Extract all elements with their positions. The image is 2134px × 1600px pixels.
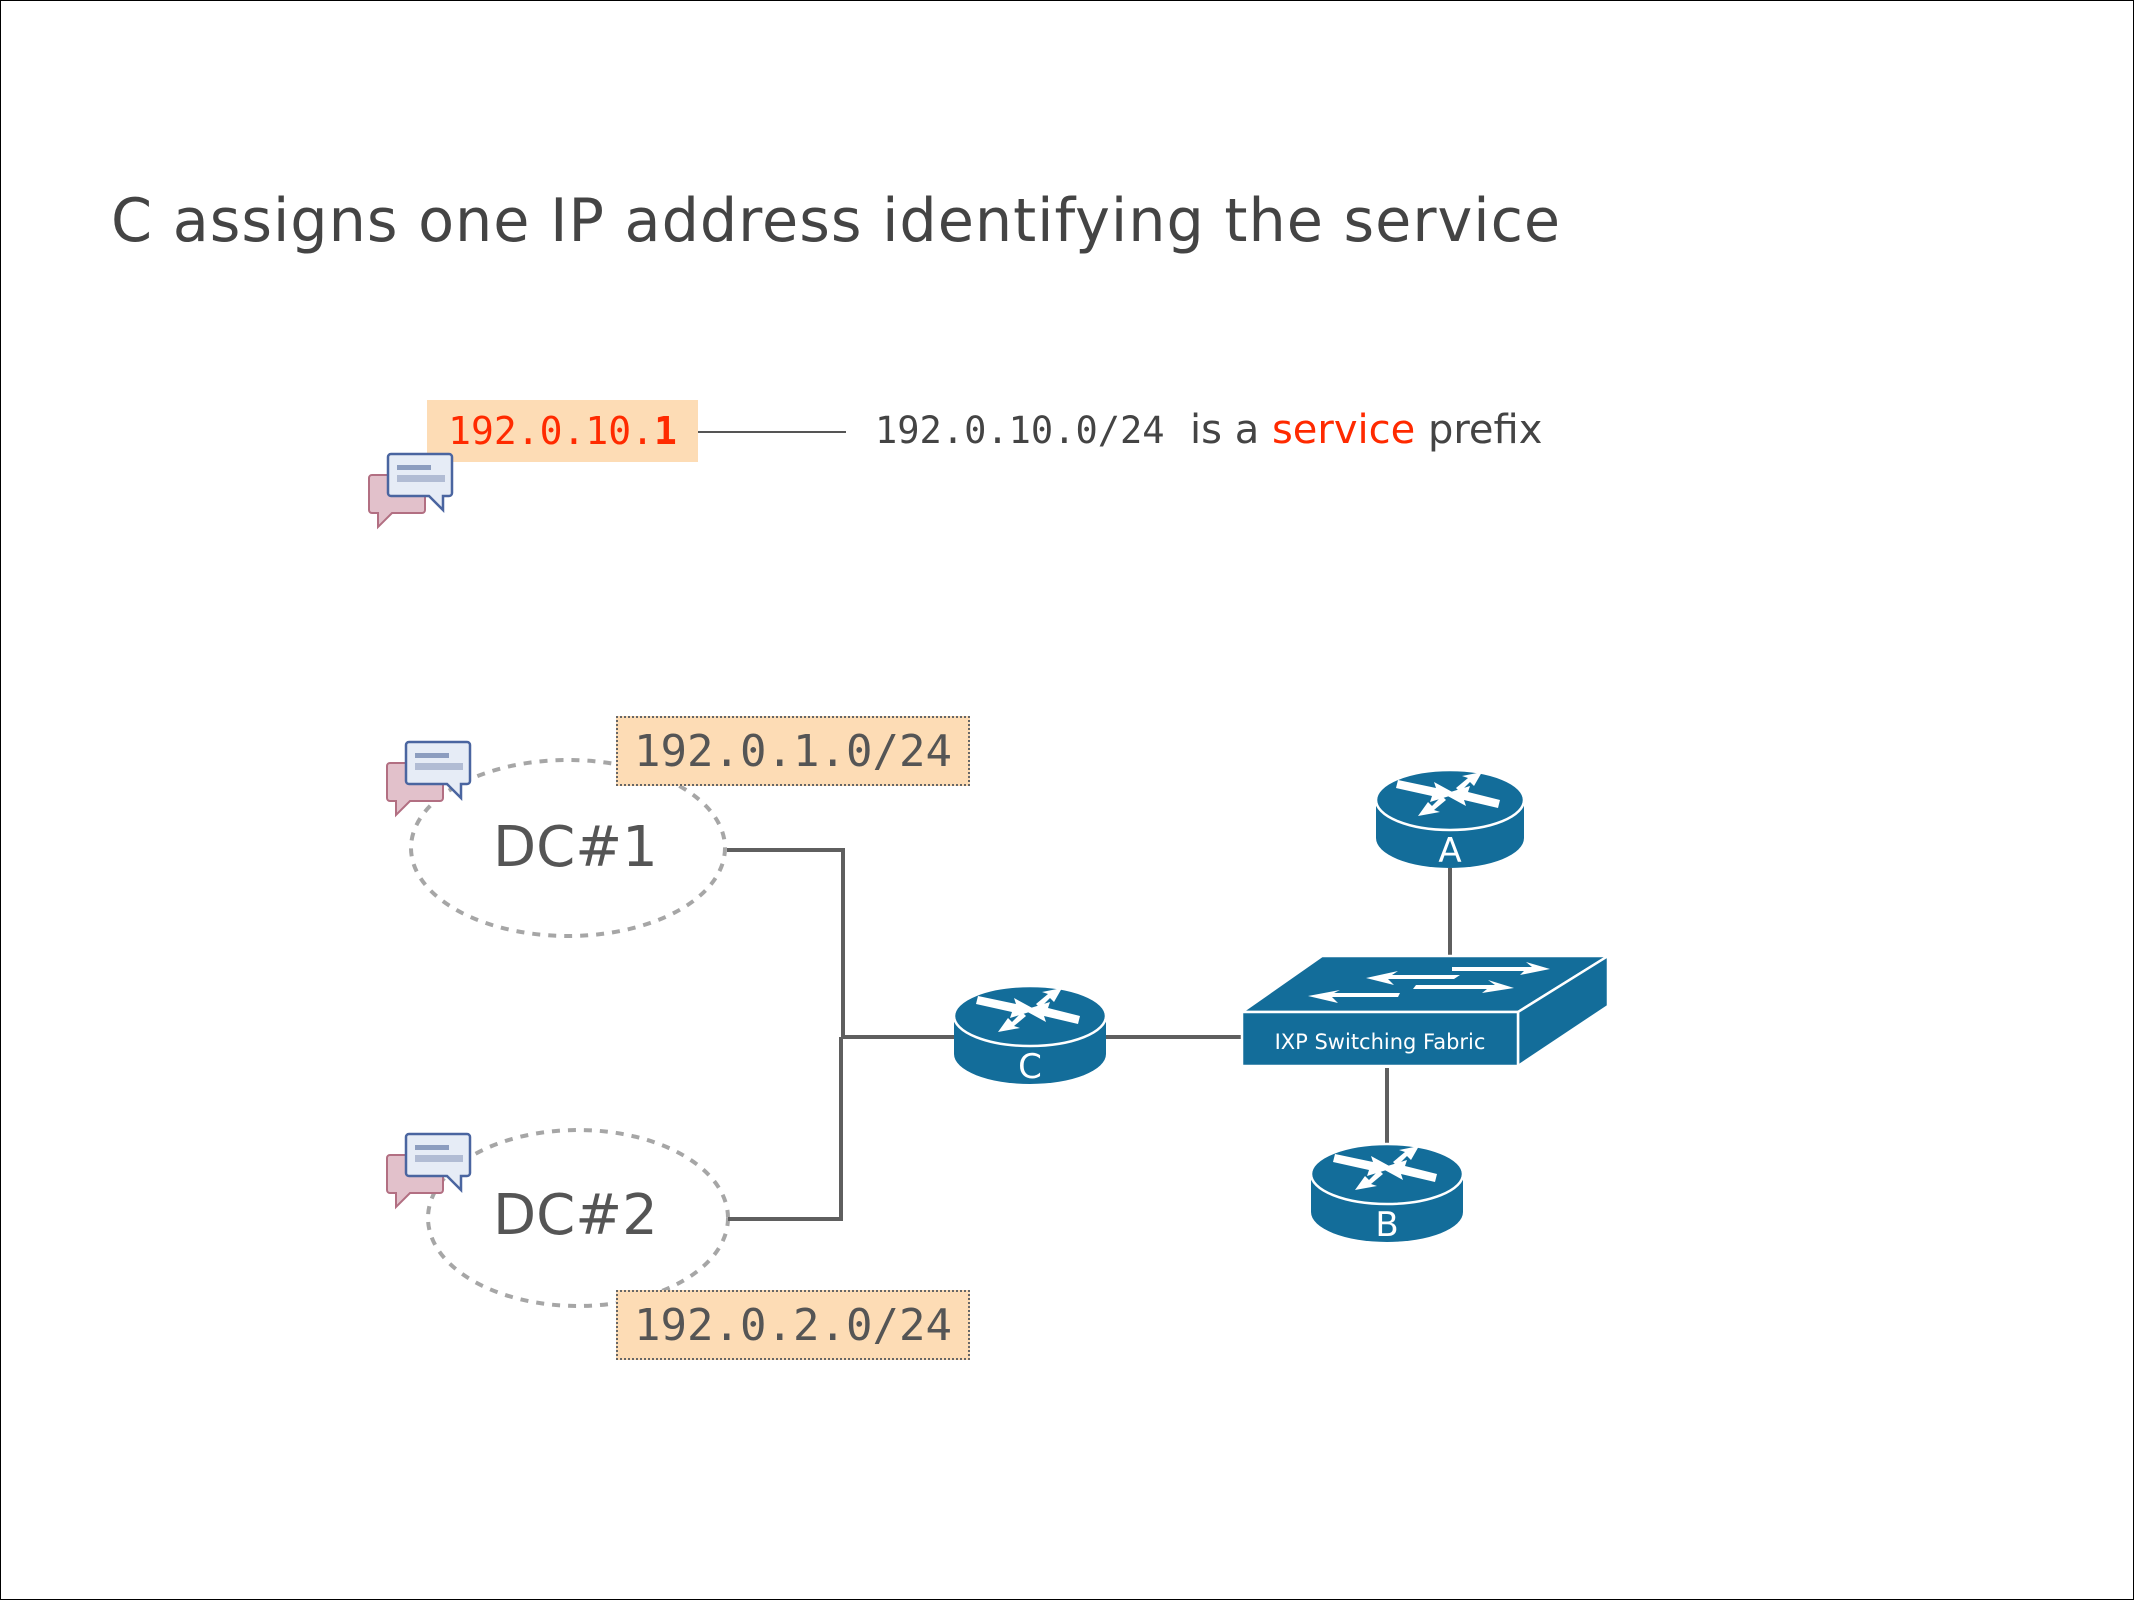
note-text-prefix: prefix xyxy=(1427,407,1543,453)
service-ip-address: 192.0.10.1 xyxy=(448,409,677,453)
router-a-label: A xyxy=(1438,831,1461,871)
service-ip-host-part: 1 xyxy=(654,409,677,453)
chat-bubbles-icon xyxy=(386,740,472,818)
dc2-prefix-box: 192.0.2.0/24 xyxy=(616,1290,970,1360)
dc1-boundary xyxy=(409,758,727,938)
dc1-prefix-box: 192.0.1.0/24 xyxy=(616,716,970,786)
chat-bubbles-icon xyxy=(368,452,454,530)
note-text-is-a: is a xyxy=(1190,407,1260,453)
router-b[interactable]: B xyxy=(1309,1142,1465,1245)
annotation-connector-line xyxy=(698,431,846,433)
service-ip-network-part: 192.0.10. xyxy=(448,409,654,453)
switch-front-face xyxy=(1240,1010,1520,1068)
router-a[interactable]: A xyxy=(1374,768,1526,871)
ixp-switch[interactable] xyxy=(1238,953,1613,1069)
router-b-label: B xyxy=(1375,1205,1398,1245)
service-ip-highlight: 192.0.10.1 xyxy=(427,400,698,462)
service-prefix-note: 192.0.10.0/24 is a service prefix xyxy=(875,406,1542,453)
chat-bubbles-icon xyxy=(386,1132,472,1210)
service-prefix: 192.0.10.0/24 xyxy=(875,409,1165,452)
switch-label: IXP Switching Fabric xyxy=(1274,1030,1486,1054)
link-dc1-to-c xyxy=(727,848,845,1037)
note-text-service: service xyxy=(1271,407,1416,453)
dc1-label: DC#1 xyxy=(493,815,658,880)
link-dc2-to-c xyxy=(728,1037,843,1221)
router-c[interactable]: C xyxy=(952,984,1108,1087)
dc2-label: DC#2 xyxy=(493,1183,658,1248)
router-c-label: C xyxy=(1018,1047,1042,1087)
switch-arrows-icon xyxy=(1308,962,1550,1003)
slide-title: C assigns one IP address identifying the… xyxy=(111,186,1562,256)
